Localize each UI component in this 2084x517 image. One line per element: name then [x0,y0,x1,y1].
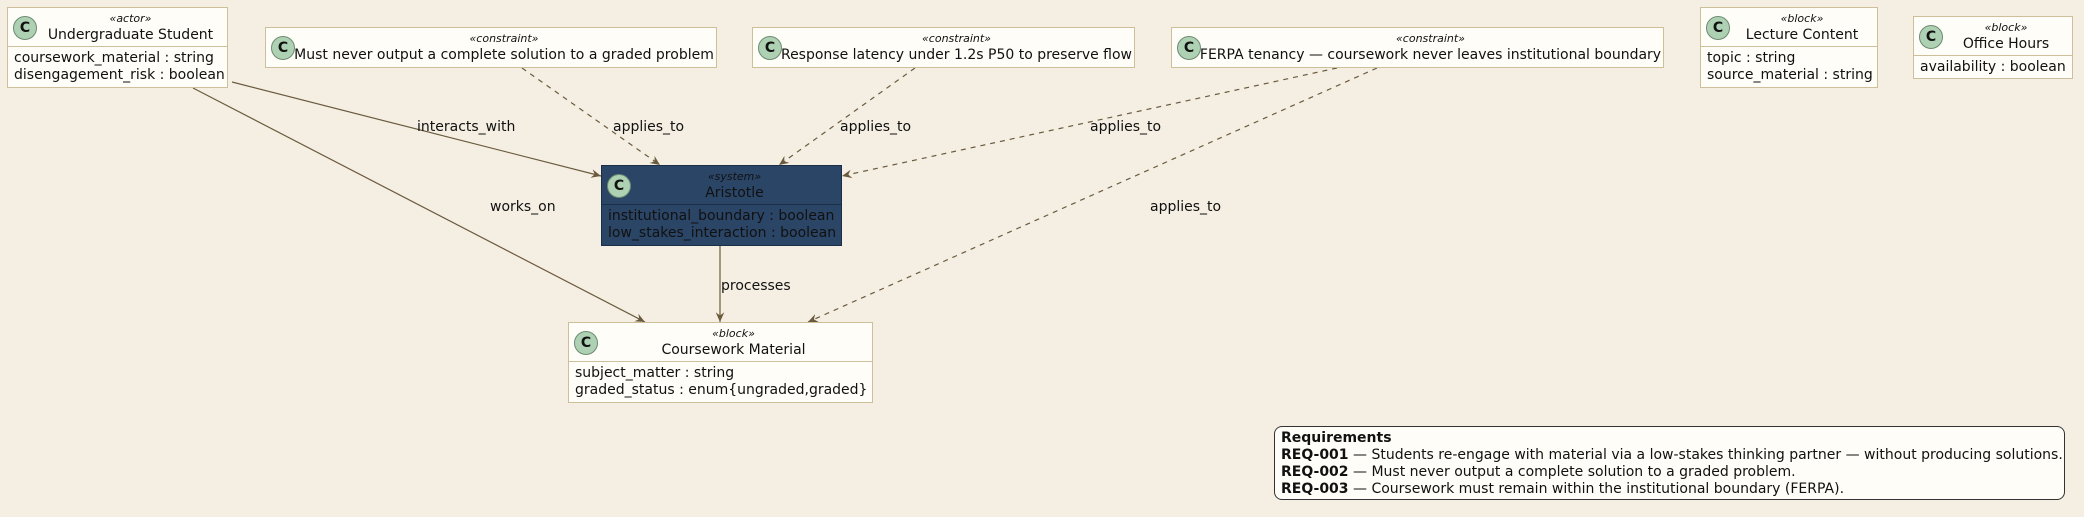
node-title: Lecture Content [1745,27,1859,43]
requirements-heading: Requirements [1281,430,1392,446]
attribute: graded_status : enum{ungraded,graded} [575,382,868,398]
requirement-text: — Must never output a complete solution … [1348,464,1796,480]
node-stereotype: «constraint» [1396,32,1465,45]
edge-label-processes: processes [721,278,791,294]
edge-label-works-on: works_on [490,199,556,215]
attribute: subject_matter : string [575,365,735,381]
node-coursework-material[interactable]: C «block» Coursework Material subject_ma… [568,322,873,403]
node-constraint-ferpa[interactable]: C «constraint» FERPA tenancy — coursewor… [1171,27,1664,68]
requirement-item: REQ-002 — Must never output a complete s… [1281,464,2058,481]
edge-label-c3-applies-aristotle: applies_to [1090,119,1161,135]
class-icon: C [758,36,782,60]
node-title: Undergraduate Student [47,27,214,43]
requirement-id: REQ-001 [1281,447,1349,463]
class-icon: C [13,16,37,40]
node-stereotype: «block» [1780,12,1824,25]
requirement-item: REQ-003 — Coursework must remain within … [1281,481,2058,498]
requirement-text: — Coursework must remain within the inst… [1348,481,1845,497]
class-icon: C [1177,36,1201,60]
node-stereotype: «constraint» [922,32,991,45]
attribute: low_stakes_interaction : boolean [608,225,837,241]
class-icon: C [574,331,598,355]
node-constraint-no-solution[interactable]: C «constraint» Must never output a compl… [265,27,717,68]
node-attributes: subject_matter : string graded_status : … [569,361,872,403]
node-title: Must never output a complete solution to… [294,47,714,63]
class-icon: C [271,36,295,60]
class-icon: C [1706,16,1730,40]
node-stereotype: «constraint» [469,32,539,45]
edge-interacts-with [231,81,602,178]
node-undergraduate-student[interactable]: C «actor» Undergraduate Student coursewo… [7,7,228,88]
edge-label-c1-applies: applies_to [613,119,684,135]
node-stereotype: «actor» [109,12,152,25]
requirement-text: — Students re-engage with material via a… [1348,447,2063,463]
node-stereotype: «block» [1984,21,2028,34]
edge-label-interacts-with: interacts_with [417,119,515,135]
node-title: FERPA tenancy — coursework never leaves … [1199,47,1662,63]
node-attributes: availability : boolean [1914,55,2072,80]
class-icon: C [607,174,631,198]
attribute: institutional_boundary : boolean [608,208,835,224]
node-attributes: coursework_material : string disengageme… [8,46,227,88]
edge-c2-applies [778,67,916,166]
node-aristotle-system[interactable]: C «system» Aristotle institutional_bound… [601,165,842,246]
requirement-item: REQ-001 — Students re-engage with materi… [1281,447,2063,464]
attribute: disengagement_risk : boolean [14,67,225,83]
attribute: coursework_material : string [14,50,214,66]
edge-works-on [192,87,646,323]
node-constraint-latency[interactable]: C «constraint» Response latency under 1.… [752,27,1135,68]
node-title: Aristotle [705,185,764,201]
edge-label-c3-applies-coursework: applies_to [1150,199,1221,215]
edge-c1-applies [521,67,661,166]
class-icon: C [1919,25,1943,49]
requirement-id: REQ-002 [1281,464,1349,480]
edge-label-c2-applies: applies_to [840,119,911,135]
node-attributes: topic : string source_material : string [1701,46,1877,88]
node-stereotype: «system» [707,170,762,183]
edge-c3-applies-aristotle [841,67,1338,179]
node-title: Response latency under 1.2s P50 to prese… [780,47,1133,63]
node-title: Coursework Material [661,342,806,358]
edge-c3-applies-coursework [807,67,1378,323]
attribute: topic : string [1707,50,1796,66]
node-office-hours[interactable]: C «block» Office Hours availability : bo… [1913,16,2073,79]
node-title: Office Hours [1962,36,2050,52]
node-lecture-content[interactable]: C «block» Lecture Content topic : string… [1700,7,1878,88]
requirement-id: REQ-003 [1281,481,1349,497]
requirements-note: Requirements REQ-001 — Students re-engag… [1274,426,2065,500]
attribute: availability : boolean [1920,59,2066,75]
node-attributes: institutional_boundary : boolean low_sta… [602,204,841,246]
node-stereotype: «block» [712,327,755,340]
attribute: source_material : string [1707,67,1873,83]
